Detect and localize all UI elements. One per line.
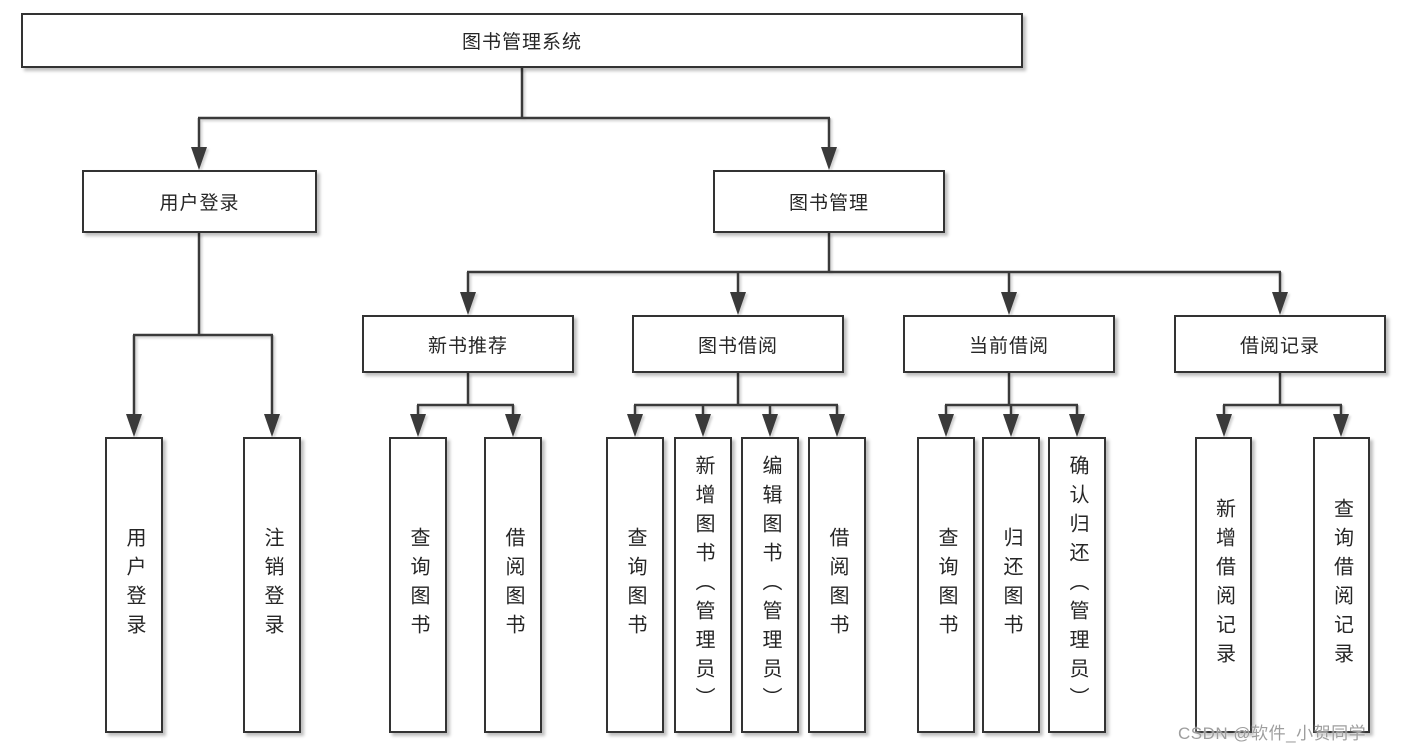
arrowhead — [410, 414, 426, 437]
arrowheads — [126, 147, 1349, 437]
node-borrow-borrow-book: 借阅图书 — [808, 437, 866, 733]
node-label: 借阅图书 — [502, 527, 524, 643]
node-root-label: 图书管理系统 — [461, 32, 582, 53]
node-label: 归还图书 — [1000, 527, 1022, 643]
node-label: 查询借阅记录 — [1330, 498, 1353, 672]
arrowhead — [1333, 414, 1349, 437]
node-label: 当前借阅 — [968, 335, 1049, 357]
node-borrow-query-book: 查询图书 — [606, 437, 664, 733]
node-recommend-borrow-book: 借阅图书 — [484, 437, 542, 733]
node-label: 新增图书（管理员） — [692, 454, 714, 716]
node-book-management-branch: 图书管理 — [713, 170, 945, 233]
arrowhead — [730, 292, 746, 315]
node-label: 新增借阅记录 — [1212, 498, 1235, 672]
arrowhead — [505, 414, 521, 437]
node-user-login-leaf: 用户登录 — [105, 437, 163, 733]
node-label: 查询图书 — [624, 527, 646, 643]
node-label: 图书管理 — [788, 193, 869, 214]
arrowhead — [762, 414, 778, 437]
node-recommend-query-book: 查询图书 — [389, 437, 447, 733]
arrowhead — [126, 414, 142, 437]
watermark: CSDN @软件_小贺同学 — [1178, 724, 1367, 743]
arrowhead — [191, 147, 207, 170]
arrowhead — [1001, 292, 1017, 315]
node-current-return-book: 归还图书 — [982, 437, 1040, 733]
arrowhead — [1272, 292, 1288, 315]
arrowhead — [627, 414, 643, 437]
node-current-borrow: 当前借阅 — [903, 315, 1115, 373]
node-records-query-record: 查询借阅记录 — [1313, 437, 1370, 733]
arrowhead — [829, 414, 845, 437]
node-label: 借阅记录 — [1239, 335, 1320, 357]
arrowhead — [821, 147, 837, 170]
node-user-login-branch: 用户登录 — [82, 170, 317, 233]
node-label: 新书推荐 — [427, 335, 508, 357]
arrowhead — [264, 414, 280, 437]
node-records-add-record: 新增借阅记录 — [1195, 437, 1252, 733]
node-logout-leaf: 注销登录 — [243, 437, 301, 733]
node-label: 用户登录 — [123, 527, 145, 643]
node-root: 图书管理系统 — [21, 13, 1023, 68]
node-current-query-book: 查询图书 — [917, 437, 975, 733]
node-borrow-records: 借阅记录 — [1174, 315, 1386, 373]
connector-paths — [132, 68, 1343, 418]
node-label: 图书借阅 — [697, 335, 778, 357]
node-label: 用户登录 — [159, 193, 240, 214]
arrowhead — [1216, 414, 1232, 437]
node-label: 注销登录 — [261, 527, 283, 643]
arrowhead — [938, 414, 954, 437]
node-label: 查询图书 — [935, 527, 957, 643]
node-label: 确认归还（管理员） — [1066, 454, 1088, 716]
node-book-borrow: 图书借阅 — [632, 315, 844, 373]
node-current-confirm-return-admin: 确认归还（管理员） — [1048, 437, 1106, 733]
arrowhead — [695, 414, 711, 437]
node-label: 查询图书 — [407, 527, 429, 643]
arrowhead — [460, 292, 476, 315]
node-label: 借阅图书 — [826, 527, 848, 643]
node-borrow-edit-book-admin: 编辑图书（管理员） — [741, 437, 799, 733]
node-label: 编辑图书（管理员） — [759, 454, 781, 716]
node-borrow-add-book-admin: 新增图书（管理员） — [674, 437, 732, 733]
arrowhead — [1069, 414, 1085, 437]
node-new-book-recommend: 新书推荐 — [362, 315, 574, 373]
arrowhead — [1003, 414, 1019, 437]
